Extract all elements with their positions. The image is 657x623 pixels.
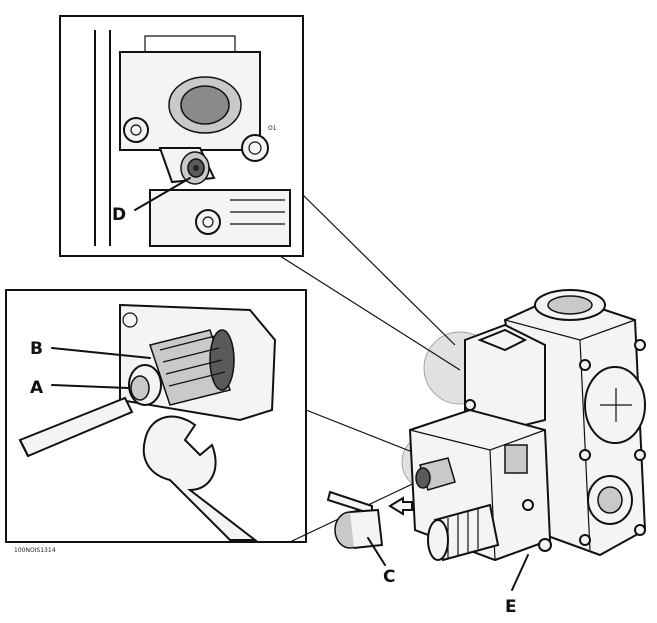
inset-detail-ab: B A	[5, 289, 307, 543]
label-d: D	[112, 205, 126, 225]
inset-detail-d: O1 D	[59, 15, 304, 257]
gas-valve: C E	[279, 194, 647, 617]
label-c: C	[383, 567, 395, 587]
label-b: B	[30, 339, 43, 359]
svg-text:O1: O1	[268, 125, 277, 132]
label-a: A	[30, 378, 44, 398]
label-e: E	[505, 597, 517, 617]
reference-code: 100NOIS1314	[14, 547, 56, 554]
